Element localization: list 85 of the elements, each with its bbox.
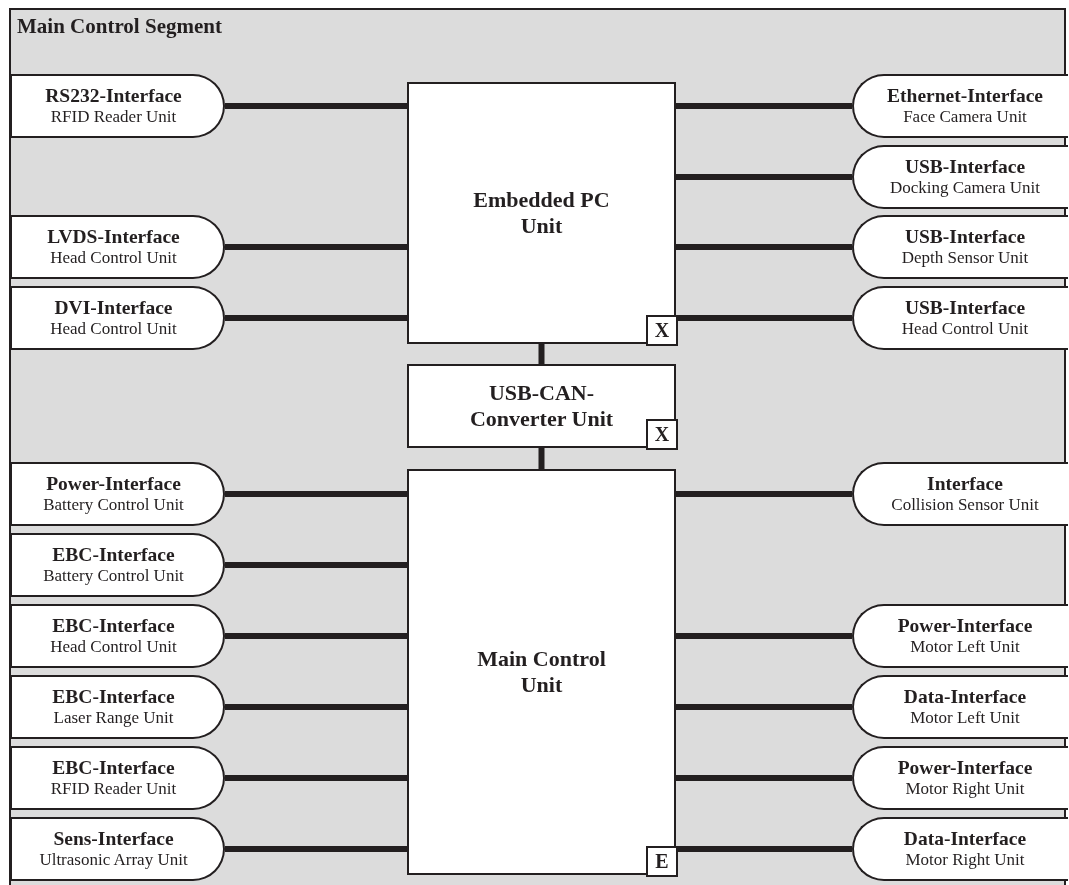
connector-line <box>225 846 407 852</box>
connector-line <box>676 846 852 852</box>
unit-name: Laser Range Unit <box>53 708 174 728</box>
unit-name: RFID Reader Unit <box>50 779 177 799</box>
interface-name: EBC-Interface <box>52 615 175 638</box>
interface-name: EBC-Interface <box>52 757 175 780</box>
interface-pill <box>852 675 1068 739</box>
unit-name: Motor Right Unit <box>905 850 1025 870</box>
interface-pill <box>11 675 225 739</box>
unit-name: Ultrasonic Array Unit <box>39 850 188 870</box>
interface-name: Ethernet-Interface <box>887 85 1043 108</box>
interface-pill <box>11 286 225 350</box>
interface-name: USB-Interface <box>904 297 1026 320</box>
interface-name: Data-Interface <box>903 686 1027 709</box>
unit-name: Collision Sensor Unit <box>891 495 1039 515</box>
interface-pill <box>11 462 225 526</box>
unit-name: Motor Left Unit <box>910 708 1020 728</box>
connector-line <box>225 491 407 497</box>
interface-name: EBC-Interface <box>52 686 175 709</box>
corner-tag: X <box>646 419 678 450</box>
connector-line <box>225 633 407 639</box>
interface-name: LVDS-Interface <box>47 226 180 249</box>
interface-pill <box>11 746 225 810</box>
unit-name: Head Control Unit <box>50 248 177 268</box>
interface-name: Data-Interface <box>903 828 1027 851</box>
connector-line <box>676 315 852 321</box>
interface-pill <box>852 215 1068 279</box>
connector-line <box>676 775 852 781</box>
connector-line <box>676 633 852 639</box>
connector-line <box>676 244 852 250</box>
interface-pill <box>852 817 1068 881</box>
unit-label: USB-CAN-Converter Unit <box>468 379 615 433</box>
interface-name: RS232-Interface <box>45 85 182 108</box>
segment-title: Main Control Segment <box>17 14 222 39</box>
unit-label: Main Control Unit <box>476 645 607 699</box>
corner-tag: E <box>646 846 678 877</box>
connector-line <box>225 244 407 250</box>
interface-name: DVI-Interface <box>54 297 173 320</box>
interface-pill <box>852 74 1068 138</box>
unit-box <box>407 469 676 875</box>
connector-line <box>225 775 407 781</box>
interface-pill <box>852 145 1068 209</box>
interface-name: USB-Interface <box>904 156 1026 179</box>
unit-box <box>407 364 676 448</box>
connector-line <box>225 562 407 568</box>
unit-name: Head Control Unit <box>901 319 1029 339</box>
interface-pill <box>11 604 225 668</box>
interface-name: USB-Interface <box>904 226 1026 249</box>
connector-line <box>676 491 852 497</box>
interface-pill <box>852 286 1068 350</box>
interface-name: EBC-Interface <box>52 544 175 567</box>
unit-label: Embedded PC Unit <box>472 186 611 240</box>
interface-name: Power-Interface <box>897 757 1033 780</box>
unit-name: Motor Left Unit <box>910 637 1020 657</box>
unit-name: Head Control Unit <box>50 319 177 339</box>
connector-line <box>538 344 545 364</box>
unit-box <box>407 82 676 344</box>
interface-pill <box>852 604 1068 668</box>
connector-line <box>225 315 407 321</box>
interface-pill <box>852 746 1068 810</box>
interface-pill <box>852 462 1068 526</box>
interface-name: Sens-Interface <box>53 828 174 851</box>
interface-pill <box>11 817 225 881</box>
unit-name: Battery Control Unit <box>43 566 184 586</box>
unit-name: Docking Camera Unit <box>889 178 1041 198</box>
connector-line <box>225 103 407 109</box>
connector-line <box>676 704 852 710</box>
interface-name: Power-Interface <box>897 615 1033 638</box>
interface-pill <box>11 215 225 279</box>
interface-name: Power-Interface <box>46 473 181 496</box>
unit-name: Motor Right Unit <box>905 779 1025 799</box>
unit-name: Depth Sensor Unit <box>901 248 1029 268</box>
unit-name: RFID Reader Unit <box>50 107 177 127</box>
corner-tag: X <box>646 315 678 346</box>
segment-panel <box>9 8 1066 885</box>
unit-name: Head Control Unit <box>50 637 177 657</box>
unit-name: Face Camera Unit <box>903 107 1027 127</box>
connector-line <box>676 103 852 109</box>
interface-pill <box>11 74 225 138</box>
connector-line <box>225 704 407 710</box>
unit-name: Battery Control Unit <box>43 495 184 515</box>
connector-line <box>538 448 545 469</box>
interface-pill <box>11 533 225 597</box>
connector-line <box>676 174 852 180</box>
interface-name: Interface <box>927 473 1003 496</box>
